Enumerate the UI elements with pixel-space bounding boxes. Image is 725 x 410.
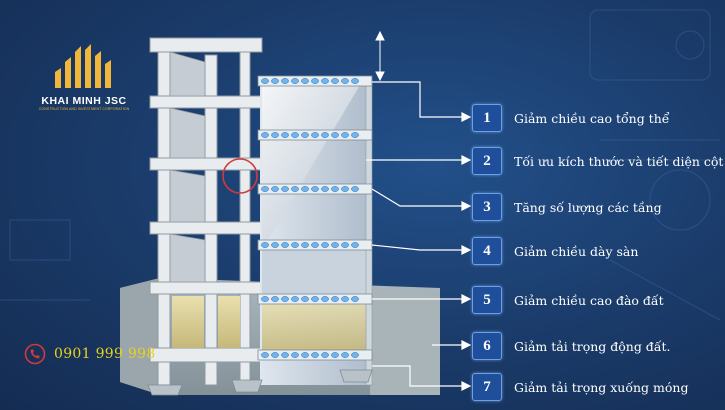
- phone-icon: [24, 343, 46, 365]
- benefit-label: Giảm chiều dày sàn: [514, 243, 639, 259]
- benefit-label: Giảm tải trọng xuống móng: [514, 379, 689, 395]
- benefit-item: 7 Giảm tải trọng xuống móng: [472, 373, 688, 401]
- benefit-number-badge: 3: [472, 193, 502, 221]
- benefit-label: Giảm tải trọng động đất.: [514, 338, 671, 354]
- benefit-item: 4 Giảm chiều dày sàn: [472, 237, 638, 265]
- benefit-item: 5 Giảm chiều cao đào đất: [472, 286, 664, 314]
- benefit-item: 2 Tối ưu kích thước và tiết diện cột: [472, 147, 723, 175]
- logo-tagline: CONSTRUCTION AND INVESTMENT CORPORATION: [38, 107, 130, 111]
- benefit-label: Tăng số lượng các tầng: [514, 199, 662, 215]
- benefit-number-badge: 2: [472, 147, 502, 175]
- company-logo: KHAI MINH JSC CONSTRUCTION AND INVESTMEN…: [38, 42, 130, 111]
- benefit-number-badge: 4: [472, 237, 502, 265]
- benefit-number-badge: 5: [472, 286, 502, 314]
- benefit-label: Giảm chiều cao đào đất: [514, 292, 664, 308]
- leader-lines: [366, 81, 472, 391]
- contact-phone[interactable]: 0901 999 998: [24, 343, 156, 365]
- benefit-number-badge: 1: [472, 104, 502, 132]
- benefit-label: Tối ưu kích thước và tiết diện cột: [514, 153, 724, 169]
- height-arrow: [375, 30, 385, 82]
- benefit-item: 6 Giảm tải trọng động đất.: [472, 332, 670, 360]
- blueprint-lines: [0, 9, 721, 321]
- column-highlight-circle: [222, 158, 258, 194]
- benefit-item: 1 Giảm chiều cao tổng thể: [472, 104, 669, 132]
- phone-number: 0901 999 998: [54, 346, 156, 362]
- logo-name: KHAI MINH JSC: [41, 95, 127, 107]
- benefit-number-badge: 7: [472, 373, 502, 401]
- benefit-number-badge: 6: [472, 332, 502, 360]
- logo-bars-icon: [55, 44, 111, 88]
- benefit-label: Giảm chiều cao tổng thể: [514, 110, 670, 126]
- benefit-item: 3 Tăng số lượng các tầng: [472, 193, 662, 221]
